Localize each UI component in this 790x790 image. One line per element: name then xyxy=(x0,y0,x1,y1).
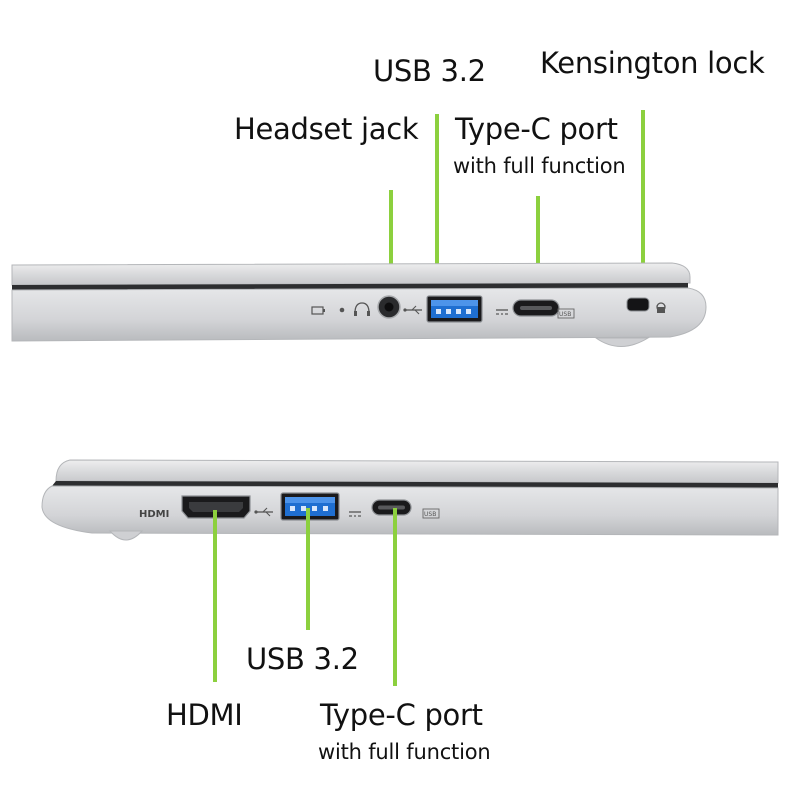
bottom-typec-label: Type-C port xyxy=(320,698,483,732)
top-port-strip: USB xyxy=(311,295,666,323)
bottom-typec-port xyxy=(371,499,412,516)
bottom-usb-badge-icon: USB xyxy=(422,508,440,519)
top-typec-sublabel: with full function xyxy=(453,154,626,178)
top-typec-port xyxy=(512,299,560,317)
top-usb-label: USB 3.2 xyxy=(373,54,486,88)
headset-icon xyxy=(354,302,370,316)
bottom-typec-leader xyxy=(393,508,397,686)
bottom-usb-a-port xyxy=(280,492,340,521)
usb-trident-icon xyxy=(403,305,422,315)
bottom-usb-label: USB 3.2 xyxy=(246,642,359,676)
top-usb-badge-text: USB xyxy=(559,311,571,318)
dc-power-icon xyxy=(349,511,361,517)
kensington-lock-slot xyxy=(626,297,650,312)
headset-jack-port xyxy=(377,295,401,319)
top-usb-a-port xyxy=(426,295,483,323)
top-headset-leader xyxy=(389,190,393,302)
usb-trident-icon xyxy=(254,507,273,517)
top-usb-badge-icon: USB xyxy=(557,308,575,319)
power-led-icon xyxy=(339,307,345,313)
top-kensington-label: Kensington lock xyxy=(540,46,765,80)
lock-icon xyxy=(656,302,666,313)
bottom-hdmi-label: HDMI xyxy=(166,698,243,732)
dc-power-icon xyxy=(496,309,508,315)
top-typec-leader xyxy=(536,196,540,308)
top-usb-leader xyxy=(435,114,439,304)
hdmi-port xyxy=(181,495,251,519)
hdmi-logo-text: HDMI xyxy=(139,509,169,520)
top-kensington-leader xyxy=(641,110,645,306)
top-typec-label: Type-C port xyxy=(455,112,618,146)
bottom-usb-leader xyxy=(306,508,310,630)
bottom-usb-badge-text: USB xyxy=(424,511,436,518)
bottom-typec-sublabel: with full function xyxy=(318,740,491,764)
battery-led-icon xyxy=(311,306,325,315)
bottom-hdmi-leader xyxy=(213,510,217,682)
top-headset-label: Headset jack xyxy=(234,112,419,146)
bottom-port-strip: HDMI xyxy=(139,492,440,521)
